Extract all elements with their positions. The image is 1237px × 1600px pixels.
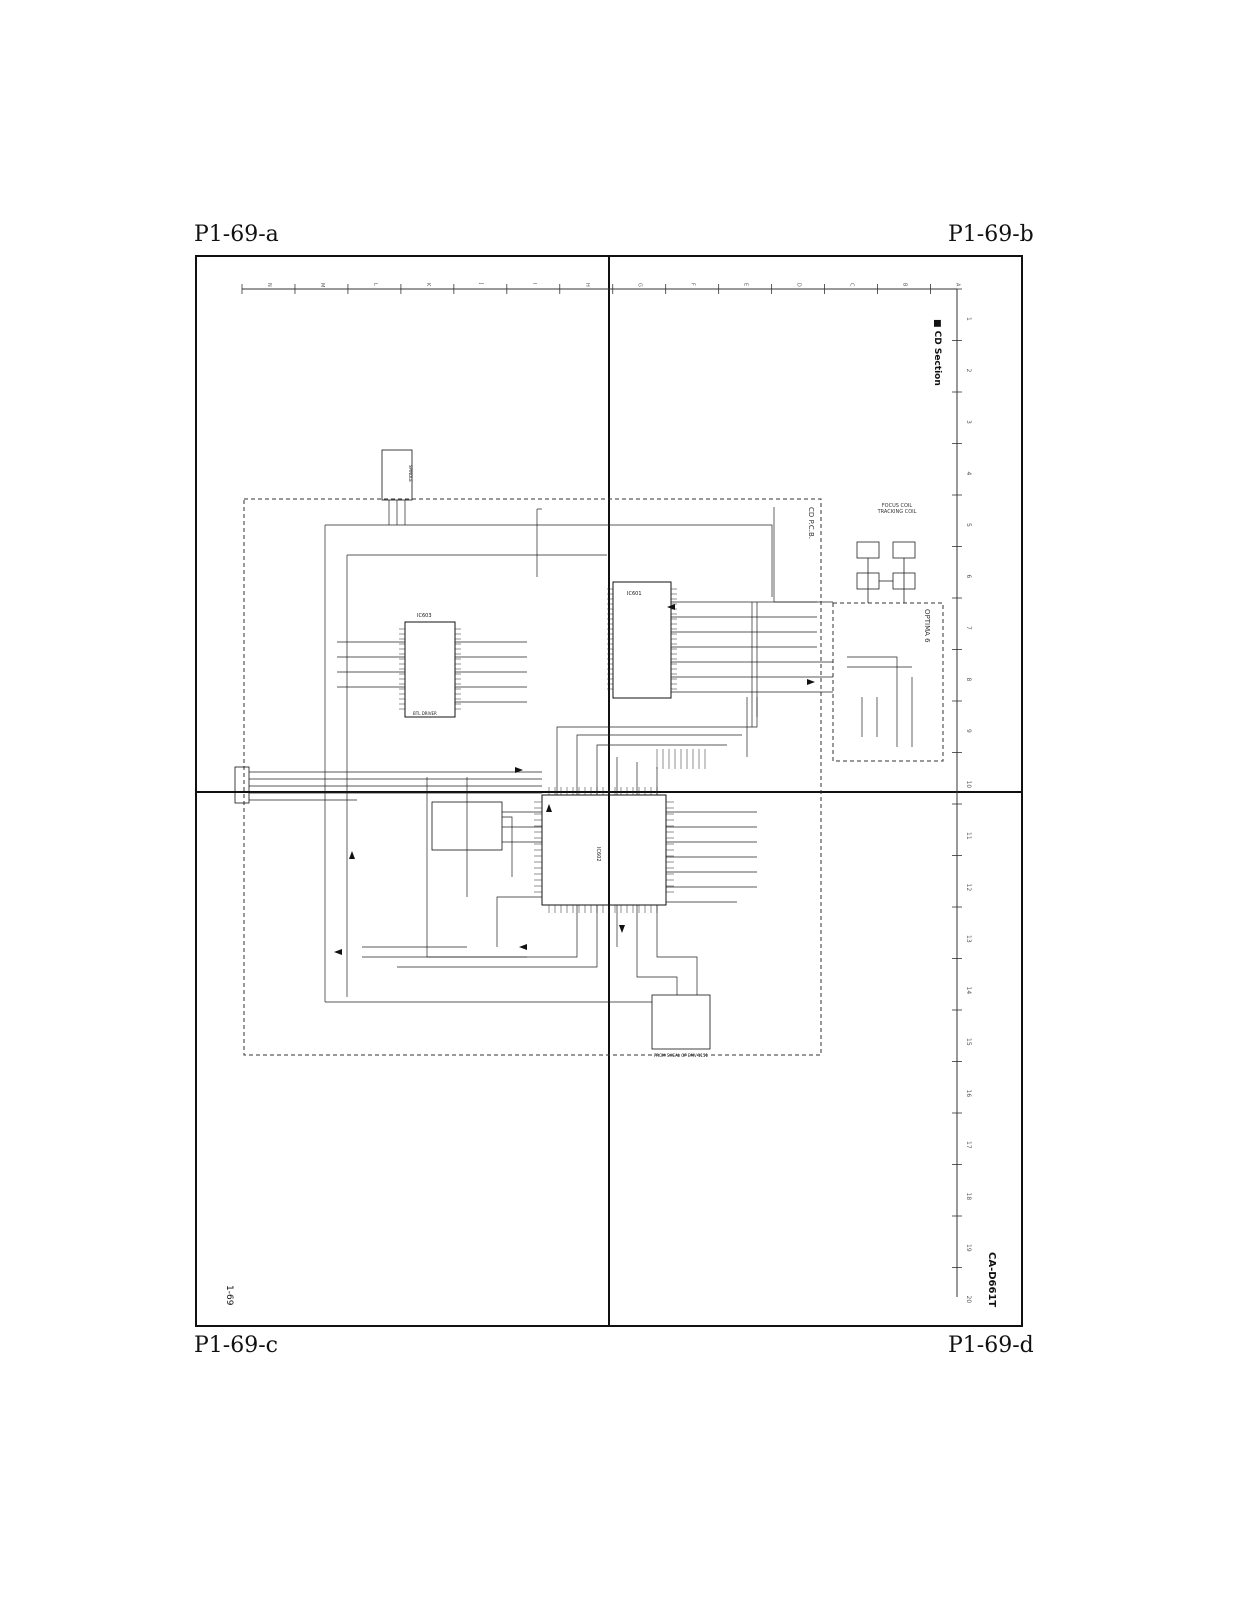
wire [496, 896, 542, 947]
ic602-block [541, 794, 667, 906]
column-letter: A [955, 283, 961, 287]
row-number: 18 [965, 1193, 972, 1201]
wire [596, 744, 727, 795]
signal-arrow [546, 804, 552, 812]
row-number: 2 [965, 369, 972, 373]
pcb-label: CD P.C.B. [807, 507, 815, 539]
model-label: CA-D661T [986, 1252, 997, 1307]
column-letter: E [743, 283, 749, 286]
column-letter: C [849, 283, 855, 287]
row-number: 11 [965, 832, 972, 840]
row-number: 4 [965, 472, 972, 476]
page-label-top-right: P1-69-b [948, 222, 1034, 247]
ic601-label: IC601 [627, 591, 642, 597]
tracking-coil-label: TRACKING COIL [877, 509, 917, 515]
row-number: 5 [965, 523, 972, 527]
column-letter: J [478, 282, 484, 284]
row-number: 17 [965, 1141, 972, 1149]
signal-arrow [519, 944, 527, 950]
coil-assembly [856, 541, 916, 603]
spindle-connector [381, 449, 413, 501]
wire [427, 905, 578, 958]
column-letter: B [902, 283, 908, 287]
column-letter: N [266, 283, 272, 287]
row-number: 6 [965, 575, 972, 579]
section-title: ■ CD Section [932, 319, 942, 386]
ic601-block [612, 581, 672, 699]
column-letter: L [372, 283, 378, 286]
wire [502, 816, 513, 877]
row-number: 7 [965, 626, 972, 630]
row-number: 3 [965, 420, 972, 424]
row-number: 19 [965, 1244, 972, 1252]
bottom-connector-label: FROM SHEAL OF EMV-1151 [654, 1053, 709, 1058]
focus-coil-label: FOCUS COIL [882, 503, 913, 509]
page-label-top-left: P1-69-a [194, 222, 279, 247]
ic602-label: IC602 [595, 847, 601, 862]
signal-arrow [667, 604, 675, 610]
column-letter: F [690, 283, 696, 286]
pickup-label: OPTIMA 6 [923, 609, 931, 643]
row-number: 14 [965, 987, 972, 995]
page-label-bottom-right: P1-69-d [948, 1333, 1034, 1358]
row-number: 16 [965, 1090, 972, 1098]
signal-arrow [619, 925, 625, 933]
wire [397, 905, 598, 968]
wire [325, 524, 773, 597]
row-number: 13 [965, 935, 972, 943]
row-number: 12 [965, 884, 972, 892]
pickup-outline [832, 602, 944, 762]
spindle-label: SPINDLE [408, 465, 413, 482]
row-number: 1 [965, 317, 972, 321]
left-connector [234, 766, 250, 804]
wire [576, 734, 742, 795]
column-letter: M [319, 283, 325, 287]
row-number: 15 [965, 1038, 972, 1046]
row-number: 10 [965, 781, 972, 789]
column-letter: H [584, 283, 590, 287]
wire [656, 905, 698, 995]
bottom-connector [651, 994, 711, 1050]
ic603-label: IC603 [417, 613, 432, 619]
page-label-bottom-left: P1-69-c [194, 1333, 278, 1358]
signal-arrow [807, 679, 815, 685]
column-letter: K [425, 283, 431, 287]
signal-arrow [334, 949, 342, 955]
column-letter: G [637, 283, 643, 287]
wire [636, 905, 678, 995]
row-number: 8 [965, 678, 972, 682]
signal-arrow [515, 767, 523, 773]
driver-label: BTL DRIVER [413, 711, 437, 716]
pcb-outline [243, 498, 822, 1056]
row-number: 9 [965, 729, 972, 733]
signal-arrow [349, 851, 355, 859]
wire [847, 656, 898, 677]
row-number: 20 [965, 1296, 972, 1304]
column-letter: I [531, 283, 537, 284]
signal-arrows [334, 604, 815, 955]
wiring [249, 500, 913, 1003]
ic-pins [399, 588, 706, 913]
ic603-block [404, 621, 456, 718]
page-number: 1-69 [224, 1285, 234, 1306]
column-letter: D [796, 283, 802, 287]
